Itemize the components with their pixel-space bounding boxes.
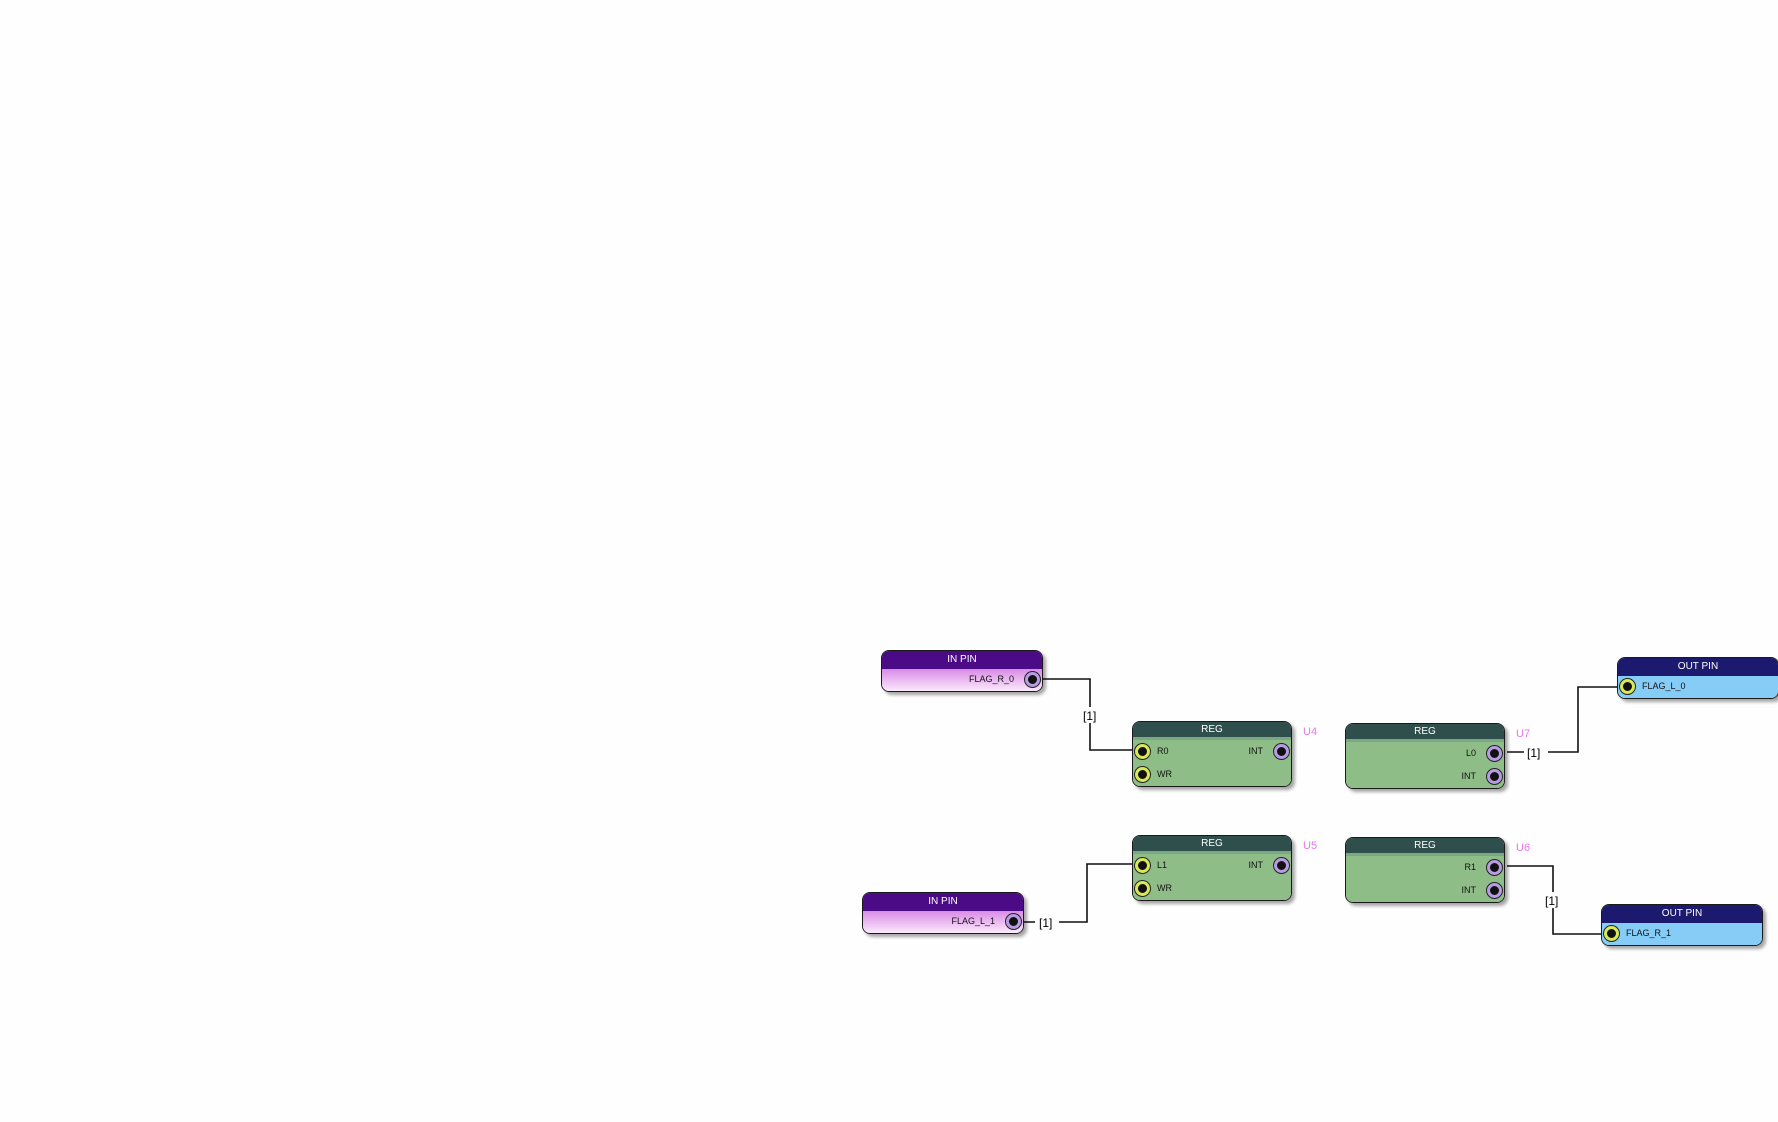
- block-title: REG: [1346, 838, 1504, 856]
- output-port-icon[interactable]: [1006, 914, 1021, 929]
- port-label: R1: [1464, 862, 1476, 872]
- block-title: OUT PIN: [1618, 658, 1778, 676]
- wire-label: [1]: [1039, 916, 1052, 930]
- input-port-icon[interactable]: [1135, 767, 1150, 782]
- block-title: REG: [1133, 722, 1291, 740]
- ref-designator: U6: [1516, 842, 1531, 854]
- out-pin-flag-r1[interactable]: OUT PIN FLAG_R_1: [1601, 904, 1763, 946]
- port-label: L1: [1157, 860, 1168, 870]
- block-title: IN PIN: [882, 651, 1042, 669]
- wire-l0-to-flag-l0[interactable]: [1]: [1507, 686, 1626, 760]
- port-label: FLAG_L_0: [1642, 681, 1686, 691]
- port-label: WR: [1157, 883, 1172, 893]
- port-label: R0: [1157, 746, 1169, 756]
- output-port-icon[interactable]: [1487, 769, 1502, 784]
- output-port-icon[interactable]: [1274, 744, 1289, 759]
- wire-label: [1]: [1527, 746, 1540, 760]
- output-port-icon[interactable]: [1274, 858, 1289, 873]
- block-title: REG: [1346, 724, 1504, 742]
- block-title: IN PIN: [863, 893, 1023, 911]
- input-port-icon[interactable]: [1135, 858, 1150, 873]
- output-port-icon[interactable]: [1487, 746, 1502, 761]
- reg-u7[interactable]: REG L0 INT: [1345, 723, 1505, 789]
- port-label: FLAG_R_1: [1626, 928, 1672, 938]
- block-title: REG: [1133, 836, 1291, 854]
- in-pin-flag-l1[interactable]: IN PIN FLAG_L_1: [862, 892, 1024, 934]
- port-label: FLAG_R_0: [968, 674, 1014, 684]
- port-label: INT: [1461, 771, 1477, 781]
- port-label: INT: [1248, 746, 1264, 756]
- in-pin-flag-r0[interactable]: IN PIN FLAG_R_0: [881, 650, 1043, 692]
- input-port-icon[interactable]: [1135, 881, 1150, 896]
- ref-designator: U5: [1303, 840, 1318, 852]
- wire-label: [1]: [1545, 894, 1558, 908]
- input-port-icon[interactable]: [1620, 679, 1635, 694]
- port-label: FLAG_L_1: [951, 916, 995, 926]
- wire-label: [1]: [1083, 709, 1096, 723]
- output-port-icon[interactable]: [1487, 860, 1502, 875]
- port-label: L0: [1465, 748, 1476, 758]
- ref-designator: U7: [1516, 728, 1531, 740]
- ref-designator: U4: [1303, 726, 1318, 738]
- wire-flag-r0-to-r0[interactable]: [1]: [1037, 678, 1142, 751]
- wire-r1-to-flag-r1[interactable]: [1]: [1507, 865, 1610, 935]
- port-label: WR: [1157, 769, 1172, 779]
- output-port-icon[interactable]: [1025, 672, 1040, 687]
- port-label: INT: [1461, 885, 1477, 895]
- reg-u5[interactable]: REG L1 WR INT: [1132, 835, 1292, 901]
- block-title: OUT PIN: [1602, 905, 1762, 923]
- input-port-icon[interactable]: [1604, 926, 1619, 941]
- reg-u4[interactable]: REG R0 WR INT: [1132, 721, 1292, 787]
- out-pin-flag-l0[interactable]: OUT PIN FLAG_L_0: [1617, 657, 1778, 699]
- reg-u6[interactable]: REG R1 INT: [1345, 837, 1505, 903]
- output-port-icon[interactable]: [1487, 883, 1502, 898]
- input-port-icon[interactable]: [1135, 744, 1150, 759]
- wire-flag-l1-to-l1[interactable]: [1]: [1017, 863, 1142, 930]
- port-label: INT: [1248, 860, 1264, 870]
